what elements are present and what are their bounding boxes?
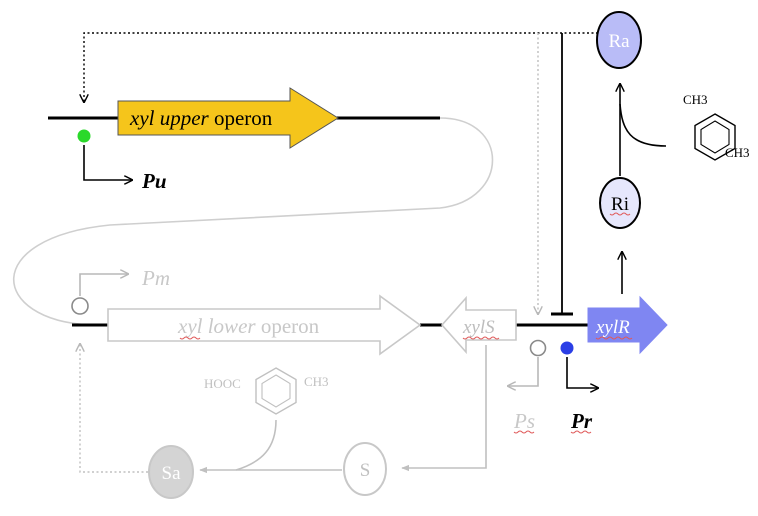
pu-label: Pu bbox=[141, 169, 167, 193]
pr-label: Pr bbox=[570, 409, 593, 433]
xyl-lower-spellcheck-underline bbox=[179, 336, 201, 340]
s-protein bbox=[343, 442, 387, 496]
xylr-gene-label: xylR bbox=[595, 317, 630, 338]
xyls-gene-label: xylS bbox=[462, 317, 495, 338]
xyl-lower-operon-label: xyl lower operon bbox=[177, 314, 320, 338]
pu-transcription-arrow bbox=[83, 145, 132, 180]
ra-activation-dotted-line bbox=[84, 32, 598, 102]
pr-spellcheck-underline bbox=[570, 430, 592, 434]
xyls-to-s-arrow bbox=[401, 345, 487, 472]
xyl-upper-operon-arrow bbox=[117, 87, 339, 149]
sa-label: Sa bbox=[162, 463, 182, 484]
xyls-spellcheck-underline bbox=[462, 336, 500, 340]
xyl-upper-operon-label: xyl upper operon bbox=[129, 106, 273, 130]
toluene-ch3-right: CH3 bbox=[725, 145, 750, 160]
dna-loop-connector bbox=[12, 117, 494, 326]
s-label: S bbox=[360, 460, 371, 481]
ri-spellcheck-underline bbox=[609, 212, 631, 216]
benzoate-molecule: HOOC CH3 bbox=[204, 367, 329, 415]
pu-promoter-dot bbox=[77, 129, 91, 143]
ra-label: Ra bbox=[608, 31, 630, 52]
pm-promoter-dot bbox=[71, 297, 89, 315]
xyl-lower-operon-arrow bbox=[107, 294, 422, 356]
pr-transcription-arrow bbox=[566, 357, 598, 388]
benzoate-hooc-label: HOOC bbox=[204, 376, 241, 391]
sa-protein bbox=[148, 445, 194, 499]
ps-spellcheck-underline bbox=[513, 430, 535, 434]
toluene-ch3-top: CH3 bbox=[683, 92, 708, 107]
ri-protein bbox=[599, 177, 641, 229]
benzoate-binding-curve bbox=[235, 419, 277, 471]
sa-to-pm-dotted-line bbox=[80, 344, 148, 473]
ri-label: Ri bbox=[611, 194, 629, 215]
ps-promoter-dot bbox=[529, 339, 547, 357]
xylr-gene-arrow bbox=[587, 295, 668, 355]
pm-transcription-arrow bbox=[79, 274, 128, 296]
toluene-molecule: CH3 CH3 bbox=[683, 92, 750, 161]
pr-promoter-dot bbox=[560, 341, 574, 355]
benzoate-ch3-label: CH3 bbox=[304, 374, 329, 389]
ps-label: Ps bbox=[513, 409, 535, 433]
toluene-binding-curve bbox=[619, 103, 667, 147]
pm-label: Pm bbox=[141, 266, 170, 290]
ps-transcription-arrow bbox=[508, 357, 539, 386]
ra-protein bbox=[596, 11, 642, 69]
xylr-spellcheck-underline bbox=[595, 336, 633, 340]
